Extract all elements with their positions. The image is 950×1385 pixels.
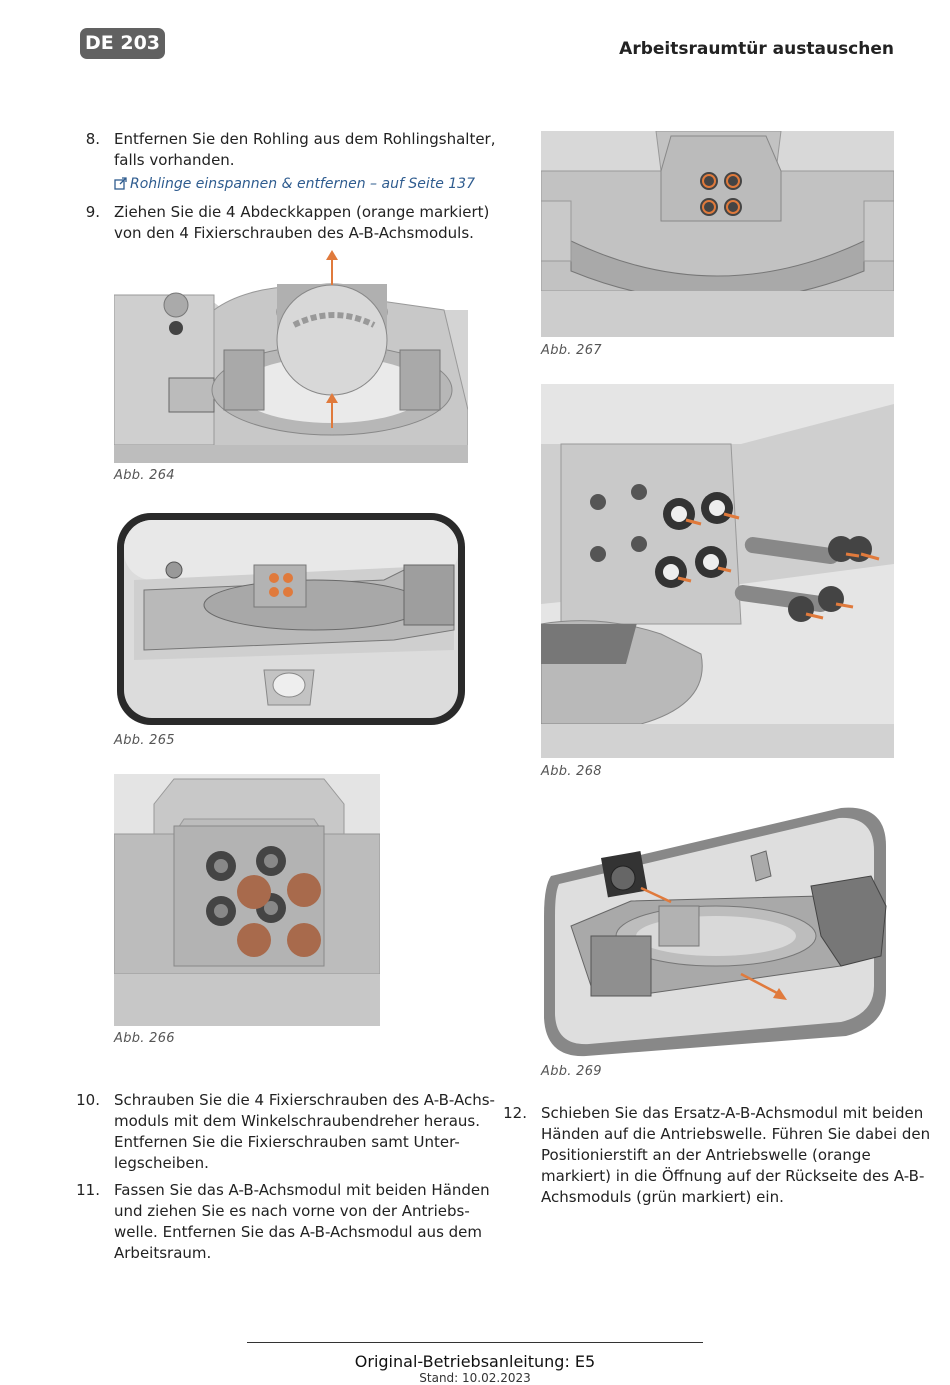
step-text-line: legscheiben. (114, 1154, 209, 1172)
step-text-line: Händen auf die Antriebswelle. Führen Sie… (541, 1125, 931, 1143)
step-number: 10. (76, 1091, 100, 1109)
step-text-line: Entfernen Sie die Fixierschrauben samt U… (114, 1133, 460, 1151)
step-text-line: Fassen Sie das A-B-Achsmodul mit beiden … (114, 1181, 490, 1199)
step-10: 10. Schrauben Sie die 4 Fixierschrauben … (70, 1090, 495, 1176)
step-12: 12. Schieben Sie das Ersatz-A-B-Achsmodu… (497, 1103, 930, 1211)
step-text-line: Schrauben Sie die 4 Fixierschrauben des … (114, 1091, 495, 1109)
step-text-line: von den 4 Fixierschrauben des A-B-Achsmo… (114, 224, 474, 242)
figure-caption: Abb. 266 (114, 1031, 175, 1046)
footer-divider (247, 1342, 703, 1343)
step-text-line: Schieben Sie das Ersatz-A-B-Achsmodul mi… (541, 1104, 924, 1122)
figure-265 (114, 510, 468, 728)
step-text-line: und ziehen Sie es nach vorne von der Ant… (114, 1202, 470, 1220)
figure-268 (541, 384, 894, 758)
figure-266 (114, 774, 380, 1026)
doc-code-badge: DE 203 (80, 28, 165, 59)
figure-264 (114, 250, 468, 463)
step-11: 11. Fassen Sie das A-B-Achsmodul mit bei… (70, 1180, 490, 1266)
section-title: Arbeitsraumtür austauschen (619, 39, 894, 59)
link-text[interactable]: Rohlinge einspannen & entfernen – auf Se… (130, 176, 475, 192)
footer-date: Stand: 10.02.2023 (419, 1371, 531, 1385)
figure-caption: Abb. 264 (114, 468, 175, 483)
step-text-line: Positionierstift an der Antriebswelle (o… (541, 1146, 871, 1164)
step-text-line: welle. Entfernen Sie das A-B-Achsmodul a… (114, 1223, 483, 1241)
figure-269 (541, 806, 894, 1058)
step-number: 8. (85, 130, 100, 148)
step-number: 9. (85, 203, 100, 221)
figure-caption: Abb. 269 (541, 1064, 602, 1079)
step-number: 12. (503, 1104, 527, 1122)
step-8: 8. Entfernen Sie den Rohling aus dem Roh… (70, 129, 496, 173)
step-text-line: Achsmoduls (grün markiert) ein. (541, 1188, 784, 1206)
step-text-line: markiert) in die Öffnung auf der Rücksei… (541, 1167, 925, 1185)
step-text-line: falls vorhanden. (114, 151, 235, 169)
step-text-line: moduls mit dem Winkelschraubendreher her… (114, 1112, 480, 1130)
step-text-line: Arbeitsraum. (114, 1244, 212, 1262)
external-link-icon (114, 176, 130, 192)
step-number: 11. (76, 1181, 100, 1199)
figure-caption: Abb. 265 (114, 733, 175, 748)
figure-267 (541, 131, 894, 337)
cross-reference-link[interactable]: Rohlinge einspannen & entfernen – auf Se… (114, 176, 475, 192)
figure-caption: Abb. 267 (541, 343, 602, 358)
figure-caption: Abb. 268 (541, 764, 602, 779)
footer-title: Original-Betriebsanleitung: E5 (354, 1352, 596, 1371)
step-text-line: Entfernen Sie den Rohling aus dem Rohlin… (114, 130, 496, 148)
step-text-line: Ziehen Sie die 4 Abdeckkappen (orange ma… (114, 203, 490, 221)
step-9: 9. Ziehen Sie die 4 Abdeckkappen (orange… (70, 202, 490, 246)
